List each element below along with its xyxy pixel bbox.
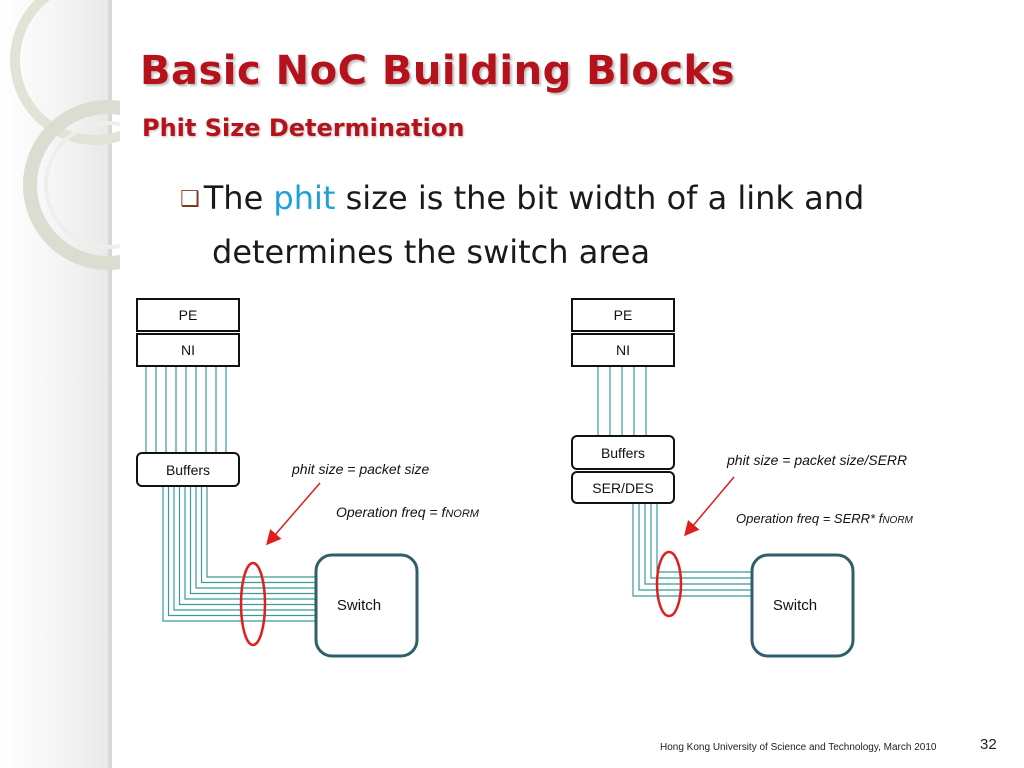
right-wire-lower	[644, 503, 752, 585]
left-freq-prefix: Operation freq = f	[336, 504, 447, 520]
left-wire-lower	[173, 486, 316, 611]
right-freq-note: Operation freq = SERR* fNORM	[736, 511, 914, 526]
bullet-checkbox-icon: ❑	[180, 187, 200, 212]
slide-footer: Hong Kong University of Science and Tech…	[660, 742, 937, 753]
left-wire-lower	[195, 486, 316, 589]
left-freq-subscript: NORM	[445, 508, 479, 520]
right-buffers-box	[571, 435, 675, 470]
left-pe-label: PE	[179, 307, 198, 323]
left-switch-box	[314, 553, 419, 658]
right-ni-box	[571, 333, 675, 367]
right-pe-label: PE	[614, 307, 633, 323]
left-freq-note: Operation freq = fNORM	[336, 504, 480, 520]
right-serdes-box	[571, 471, 675, 504]
page-number: 32	[980, 736, 997, 753]
right-phit-note: phit size = packet size/SERR	[726, 452, 907, 468]
right-pe-box	[571, 298, 675, 332]
right-ni-label: NI	[616, 342, 630, 358]
left-buffers-box	[136, 452, 240, 487]
right-phit-ellipse	[655, 550, 683, 618]
right-buffers-label: Buffers	[601, 445, 645, 461]
left-pointer-arrow	[266, 482, 321, 546]
left-ni-label: NI	[181, 342, 195, 358]
right-switch-box	[750, 553, 855, 658]
left-wire-lower	[162, 486, 316, 622]
right-freq-prefix: Operation freq = SERR* f	[736, 511, 884, 526]
sidebar-edge	[108, 0, 112, 768]
slide-title: Basic NoC Building Blocks	[140, 48, 735, 94]
left-phit-note: phit size = packet size	[291, 461, 430, 477]
right-serdes-label: SER/DES	[592, 480, 653, 496]
left-pe-box	[136, 298, 240, 332]
decorative-rings	[10, 0, 120, 270]
right-wire-lower	[632, 503, 752, 597]
left-wire-lower	[167, 486, 316, 617]
left-wire-bundle	[145, 366, 316, 622]
bullet-point: ❑The phit size is the bit width of a lin…	[180, 172, 990, 278]
left-wire-lower	[206, 486, 316, 578]
left-wire-lower	[178, 486, 316, 606]
right-wire-lower	[650, 503, 752, 579]
bullet-text-before: The	[203, 179, 274, 217]
bullet-highlight: phit	[273, 179, 336, 217]
left-wire-lower	[184, 486, 316, 600]
right-pointer-arrow	[684, 476, 735, 537]
left-wire-lower	[189, 486, 316, 595]
slide-subtitle: Phit Size Determination	[142, 114, 465, 142]
right-wire-lower	[638, 503, 752, 591]
right-freq-subscript: NORM	[882, 515, 913, 526]
left-phit-ellipse	[239, 561, 267, 647]
left-ni-box	[136, 333, 240, 367]
right-switch-label: Switch	[773, 597, 817, 614]
left-buffers-label: Buffers	[166, 462, 210, 478]
left-switch-label: Switch	[337, 597, 381, 614]
bullet-text-line2: determines the switch area	[212, 233, 651, 271]
left-wire-lower	[200, 486, 316, 584]
bullet-text-after: size is the bit width of a link and	[335, 179, 865, 217]
